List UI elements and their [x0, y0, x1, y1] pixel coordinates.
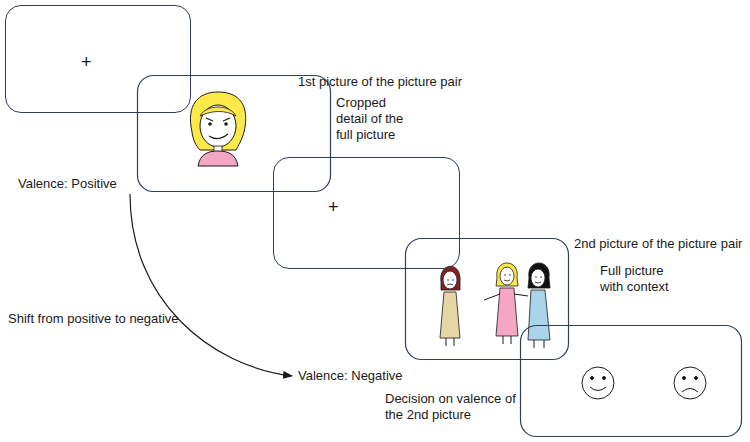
screen-frame — [138, 76, 331, 192]
step-note: Decision on valence of the 2nd picture — [385, 391, 535, 423]
shift-label: Shift from positive to negative — [8, 311, 179, 327]
valence-label: Valence: Positive — [18, 176, 117, 192]
figures-cartoon — [440, 263, 550, 348]
fixation-cross: + — [81, 53, 92, 71]
smiley-faces — [582, 367, 706, 399]
shift-arrow — [130, 194, 292, 376]
fixation-screen: + — [5, 5, 191, 113]
valence-label: Valence: Negative — [298, 368, 403, 384]
screen-frame — [521, 326, 742, 437]
face-cartoon — [190, 92, 245, 166]
fixation-screen: + — [273, 157, 460, 269]
step-note: Cropped detail of the full picture — [336, 95, 418, 143]
fixation-cross: + — [328, 198, 339, 216]
screen-frame — [406, 239, 569, 360]
step-label: 1st picture of the picture pair — [298, 74, 462, 90]
step-label: 2nd picture of the picture pair — [574, 236, 742, 252]
step-note: Full picture with context — [600, 263, 678, 295]
